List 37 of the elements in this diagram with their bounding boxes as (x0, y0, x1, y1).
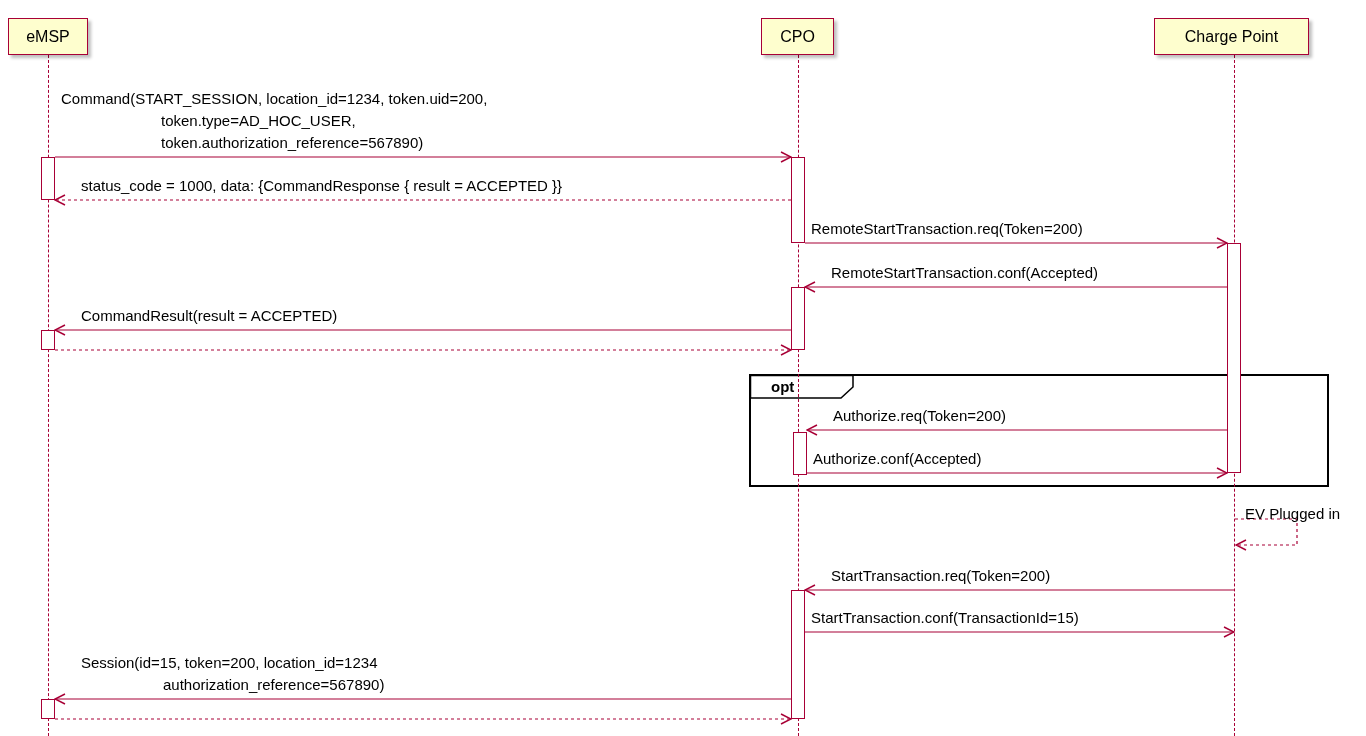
activation-bar (791, 157, 805, 243)
message-label: status_code = 1000, data: {CommandResponse { result = ACCEPTED }} (81, 176, 563, 196)
message-label: StartTransaction.conf(TransactionId=15) (811, 608, 1079, 628)
message-label: StartTransaction.req(Token=200) (831, 566, 1051, 586)
message-arrow (806, 467, 1228, 479)
message-arrow (54, 324, 792, 336)
message-arrow (804, 584, 1235, 596)
message-label: RemoteStartTransaction.conf(Accepted) (831, 263, 1099, 283)
message-arrow (1234, 518, 1298, 551)
activation-bar (41, 699, 55, 719)
message-label: Command(START_SESSION, location_id=1234, token.uid=200, token.type=AD_HOC_USER, token.authorization_reference=567890) (61, 89, 489, 153)
fragment-label: opt (771, 378, 795, 396)
message-arrow (804, 281, 1228, 293)
message-label: RemoteStartTransaction.req(Token=200) (811, 219, 1083, 239)
activation-bar (791, 287, 805, 350)
message-label: Session(id=15, token=200, location_id=1234 authorization_reference=567890) (81, 653, 386, 695)
message-arrow (806, 424, 1228, 436)
message-arrow (54, 344, 792, 356)
activation-bar (41, 157, 55, 200)
fragment-frame (749, 374, 1329, 487)
message-label: CommandResult(result = ACCEPTED) (81, 306, 338, 326)
activation-bar (791, 590, 805, 719)
message-arrow (54, 194, 792, 206)
message-arrow (804, 237, 1228, 249)
message-label: Authorize.conf(Accepted) (813, 449, 982, 469)
participant-box: eMSP (8, 18, 88, 55)
message-arrow (804, 626, 1235, 638)
message-arrow (54, 713, 792, 725)
message-label: EV Plugged in (1245, 504, 1341, 524)
activation-bar (41, 330, 55, 350)
activation-bar (793, 432, 807, 475)
participant-box: Charge Point (1154, 18, 1309, 55)
participant-box: CPO (761, 18, 834, 55)
activation-bar (1227, 243, 1241, 473)
message-label: Authorize.req(Token=200) (833, 406, 1007, 426)
message-arrow (54, 693, 792, 705)
message-arrow (54, 151, 792, 163)
